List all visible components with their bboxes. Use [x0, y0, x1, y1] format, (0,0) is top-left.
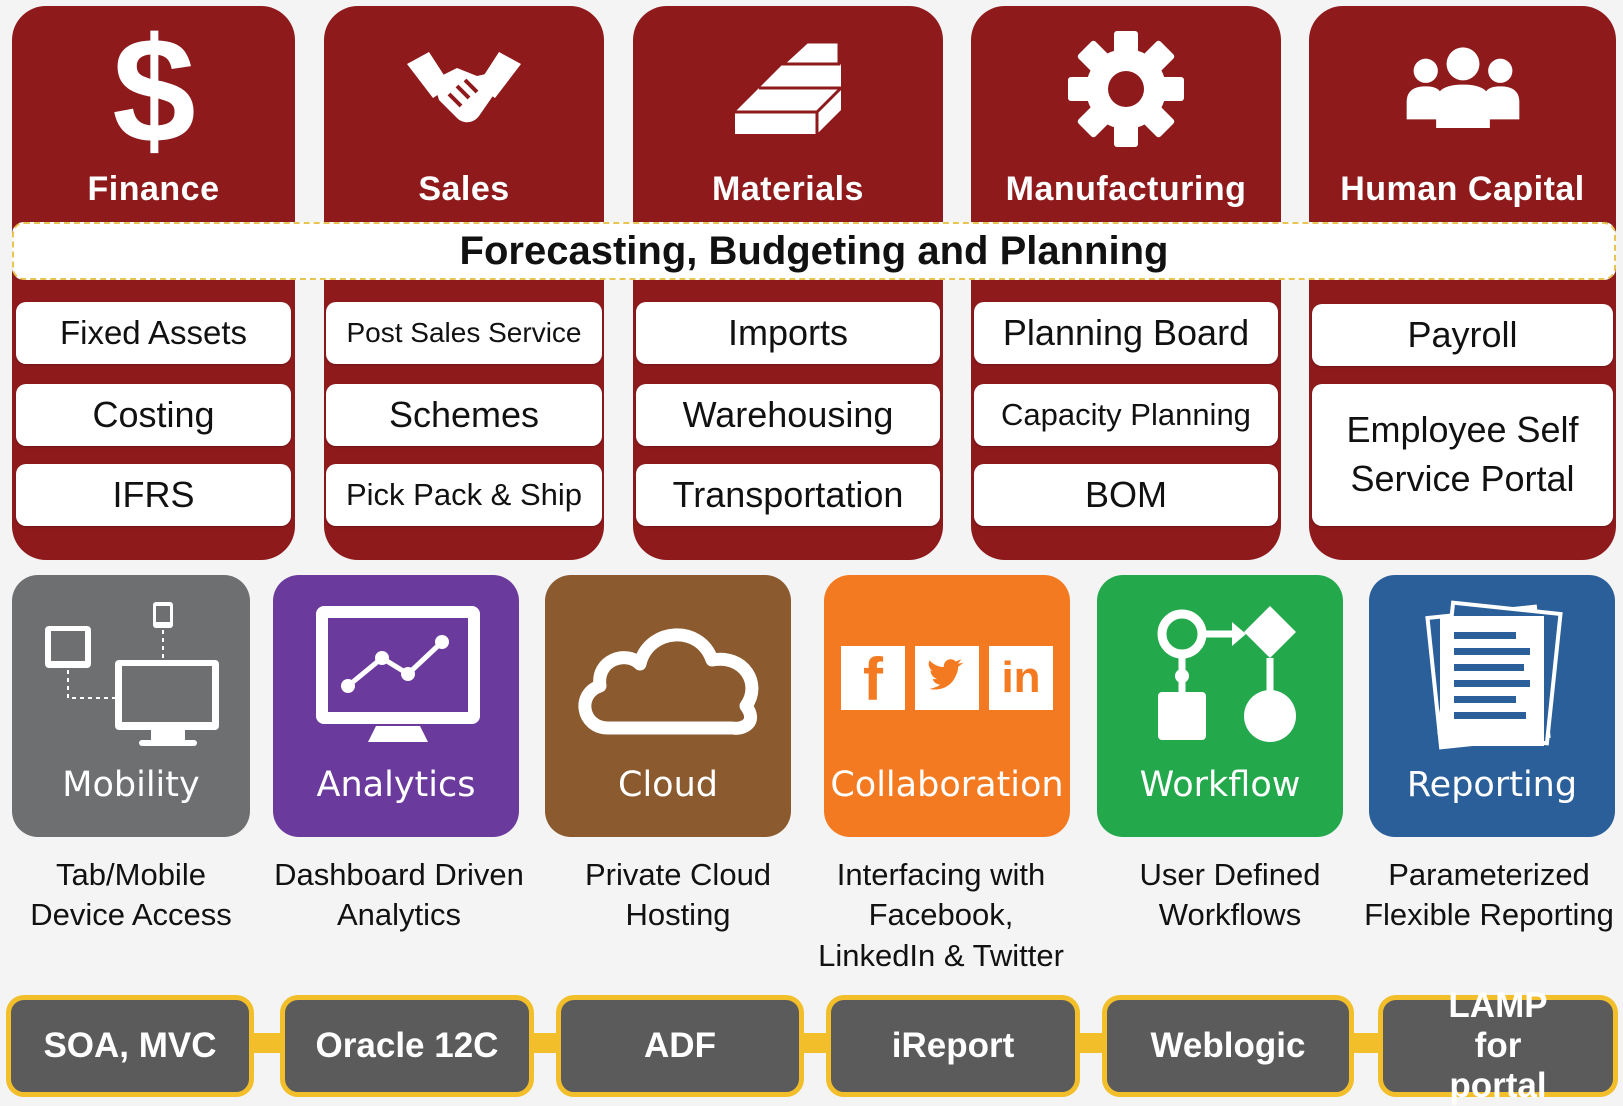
feature-description: Tab/Mobile Device Access	[30, 857, 232, 933]
feature-label: Reporting	[1406, 765, 1578, 805]
feature-label: Cloud	[618, 765, 718, 805]
feature-description: Parameterized Flexible Reporting	[1364, 857, 1614, 933]
tech-ireport: iReport	[826, 995, 1080, 1097]
item-bom: BOM	[974, 464, 1278, 526]
item-fixed-assets: Fixed Assets	[16, 302, 291, 364]
tech-oracle-12c: Oracle 12C	[280, 995, 534, 1097]
item-imports: Imports	[636, 302, 940, 364]
connector	[1350, 1033, 1382, 1053]
item-capacity-planning: Capacity Planning	[974, 384, 1278, 446]
gear-icon	[971, 24, 1281, 154]
devices-icon	[12, 593, 250, 763]
module-title: Materials	[712, 170, 864, 208]
feature-description: User Defined Workflows	[1139, 857, 1321, 933]
feature-label: Collaboration	[830, 765, 1064, 805]
feature-description: Private Cloud Hosting	[584, 857, 772, 933]
module-title: Sales	[418, 170, 510, 208]
tech-adf: ADF	[556, 995, 804, 1097]
tech-weblogic: Weblogic	[1102, 995, 1354, 1097]
item-pick-pack-ship: Pick Pack & Ship	[326, 464, 602, 526]
twitter-icon	[915, 646, 979, 710]
planning-bar: Forecasting, Budgeting and Planning	[12, 222, 1616, 280]
item-transportation: Transportation	[636, 464, 940, 526]
feature-description: Dashboard Driven Analytics	[274, 857, 524, 933]
connector	[1076, 1033, 1106, 1053]
facebook-icon: f	[841, 646, 905, 710]
item-payroll: Payroll	[1312, 304, 1613, 366]
tech-soa-mvc: SOA, MVC	[6, 995, 254, 1097]
feature-label: Workflow	[1139, 765, 1301, 805]
feature-cloud: Cloud	[545, 575, 791, 837]
feature-label: Analytics	[316, 765, 476, 805]
item-post-sales-service: Post Sales Service	[326, 302, 602, 364]
module-title: Manufacturing	[1005, 170, 1247, 208]
item-costing: Costing	[16, 384, 291, 446]
handshake-icon	[324, 24, 604, 154]
item-warehousing: Warehousing	[636, 384, 940, 446]
connector	[800, 1033, 830, 1053]
svg-text:$: $	[112, 24, 195, 154]
feature-analytics: Analytics	[273, 575, 519, 837]
feature-description: Interfacing with Facebook, LinkedIn & Tw…	[818, 857, 1064, 973]
feature-mobility: Mobility	[12, 575, 250, 837]
workflow-icon	[1097, 593, 1343, 763]
module-title: Human Capital	[1340, 170, 1585, 208]
people-icon	[1309, 24, 1616, 154]
social-icon: f in	[824, 593, 1070, 763]
feature-collaboration: f in Collaboration	[824, 575, 1070, 837]
item-schemes: Schemes	[326, 384, 602, 446]
gold-bars-icon	[633, 24, 943, 154]
documents-icon	[1369, 593, 1615, 763]
feature-label: Mobility	[62, 765, 200, 805]
dollar-icon: $	[12, 24, 295, 154]
connector	[250, 1033, 284, 1053]
tech-lamp-portal: LAMP for portal	[1378, 986, 1618, 1105]
item-ifrs: IFRS	[16, 464, 291, 526]
item-employee-self-service-portal: Employee Self Service Portal	[1312, 384, 1613, 526]
cloud-icon	[545, 593, 791, 763]
module-title: Finance	[87, 170, 220, 208]
connector	[530, 1033, 560, 1053]
linkedin-icon: in	[989, 646, 1053, 710]
monitor-chart-icon	[273, 593, 519, 763]
feature-reporting: Reporting	[1369, 575, 1615, 837]
item-planning-board: Planning Board	[974, 302, 1278, 364]
feature-workflow: Workflow	[1097, 575, 1343, 837]
